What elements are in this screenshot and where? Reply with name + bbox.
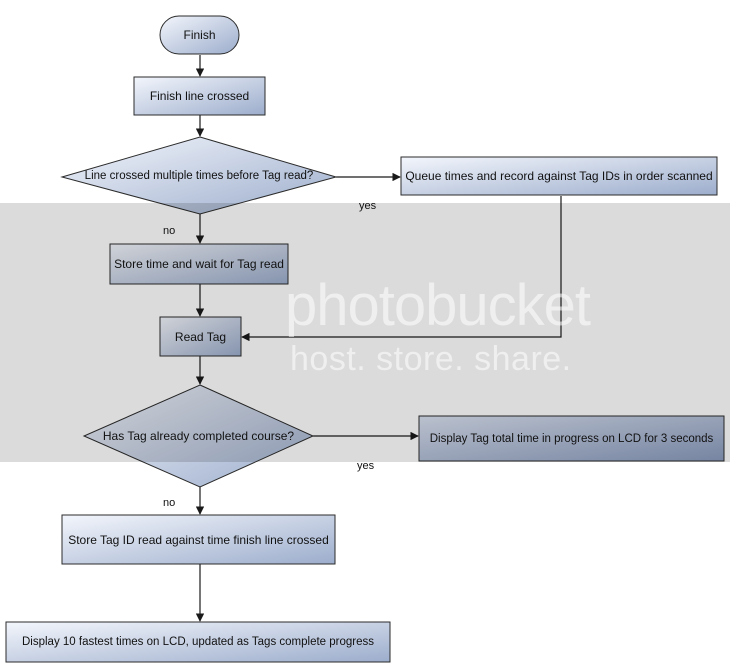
node-multiple-cross-decision-shape: [60, 136, 338, 215]
node-store-time-wait-shape: [109, 243, 289, 285]
edge-queue-to-read: [241, 196, 562, 342]
watermark-logo-text: photobucket: [285, 273, 591, 338]
connectors: [195, 55, 562, 622]
node-finish-shape: [159, 15, 240, 55]
edge-label-yes-2: yes: [357, 460, 375, 472]
node-queue-times-shape: [400, 156, 718, 196]
node-display-total-time-shape: [418, 415, 725, 462]
edge-label-yes-1: yes: [359, 200, 377, 212]
nodes: [5, 15, 725, 663]
node-read-tag-shape: [159, 316, 242, 357]
watermark-band: [0, 203, 730, 462]
edge-label-no-2: no: [163, 497, 176, 509]
node-finish-line-crossed-shape: [133, 76, 266, 116]
node-store-tag-id-shape: [61, 514, 336, 565]
node-completed-course-decision-shape: [82, 384, 315, 488]
watermark-tagline: host. store. share.: [290, 340, 572, 378]
edge-label-no-1: no: [163, 225, 176, 237]
node-display-fastest-shape: [5, 621, 391, 663]
